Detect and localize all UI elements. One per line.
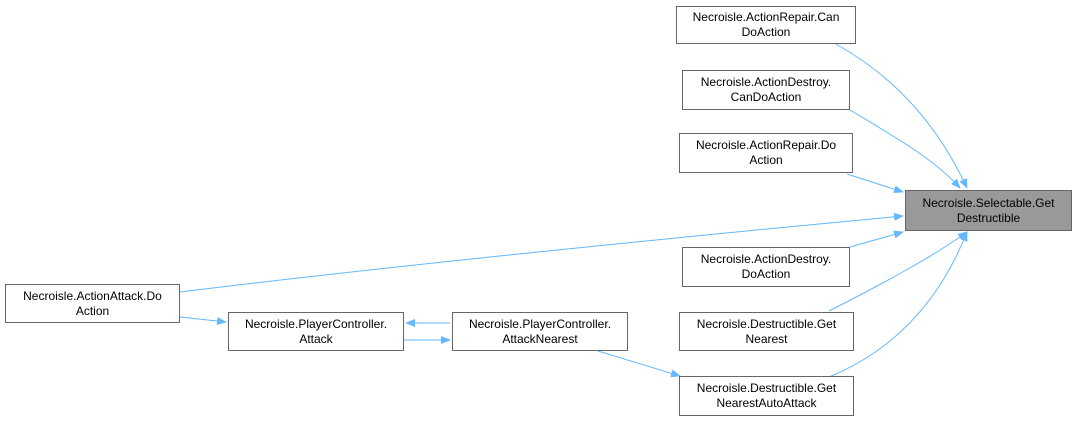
edge-repairCan-to-getDestructible bbox=[835, 43, 968, 189]
node-pcAttack[interactable]: Necroisle.PlayerController.Attack bbox=[228, 312, 404, 351]
node-label-line: Necroisle.ActionAttack.Do bbox=[23, 288, 162, 303]
node-label-line: Necroisle.ActionRepair.Can bbox=[692, 10, 840, 24]
node-label-line: Necroisle.ActionRepair.Do bbox=[695, 138, 837, 152]
edge-repairDo-to-getDestructible bbox=[846, 173, 904, 194]
node-label-line: AttackNearest bbox=[502, 331, 578, 346]
node-label-line: Necroisle.PlayerController. bbox=[244, 316, 388, 331]
edge-attackDo-to-pcAttack bbox=[179, 316, 227, 326]
edge-attackDo-to-getDestructible bbox=[179, 212, 904, 293]
node-destroyDo[interactable]: Necroisle.ActionDestroy.DoAction bbox=[682, 247, 850, 287]
node-label-line: DoAction bbox=[741, 25, 791, 39]
node-label-line: Necroisle.PlayerController. bbox=[468, 316, 612, 331]
node-label-line: DoAction bbox=[741, 267, 791, 281]
node-label-line: Necroisle.ActionDestroy. bbox=[700, 252, 832, 266]
node-label-line: Destructible bbox=[956, 210, 1021, 225]
node-label-line: Nearest bbox=[745, 331, 788, 346]
edge-getNearestAuto-to-getDestructible bbox=[828, 231, 968, 378]
node-label-line: Action bbox=[75, 303, 110, 318]
node-pcAttackNearest[interactable]: Necroisle.PlayerController.AttackNearest bbox=[452, 312, 628, 351]
node-label-line: CanDoAction bbox=[730, 90, 802, 104]
node-label-line: Necroisle.Destructible.Get bbox=[696, 381, 837, 395]
node-label-line: NearestAutoAttack bbox=[716, 396, 817, 410]
node-label-line: Attack bbox=[299, 331, 333, 346]
edge-destroyDo-to-getDestructible bbox=[849, 230, 904, 248]
node-destroyCan[interactable]: Necroisle.ActionDestroy.CanDoAction bbox=[682, 70, 850, 110]
edge-getNearest-to-getDestructible bbox=[828, 231, 968, 312]
edge-destroyCan-to-getDestructible bbox=[849, 109, 961, 189]
edge-pcAttackNearest-to-getNearestAuto bbox=[597, 350, 681, 378]
node-label-line: Necroisle.Selectable.Get bbox=[922, 195, 1055, 210]
node-label-line: Necroisle.Destructible.Get bbox=[696, 316, 837, 331]
node-label-line: Necroisle.ActionDestroy. bbox=[700, 75, 832, 89]
node-label-line: Action bbox=[749, 153, 783, 167]
